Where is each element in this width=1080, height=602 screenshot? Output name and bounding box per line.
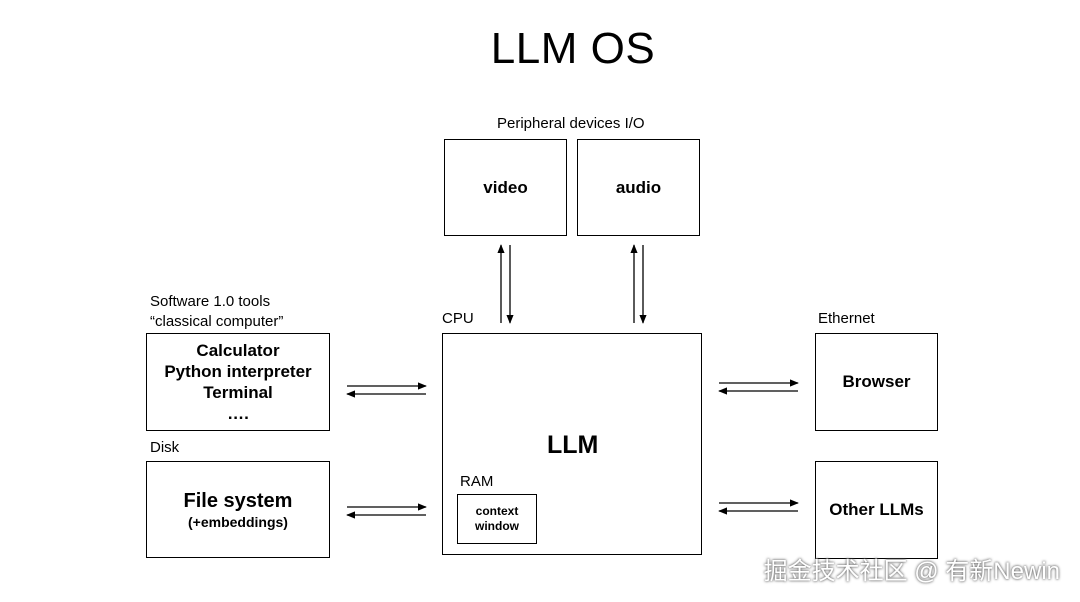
file-system-box: File system (+embeddings) [146,461,330,558]
watermark: 掘金技术社区 @ 有新Newin [763,558,1060,585]
video-box: video [444,139,567,236]
software-tools-list: Calculator Python interpreter Terminal …… [164,340,311,424]
software-label-line1: Software 1.0 tools [150,293,271,310]
file-system-label: File system [183,489,293,512]
audio-label: audio [615,177,662,197]
ethernet-label: Ethernet [818,310,875,327]
peripheral-label: Peripheral devices I/O [497,115,645,132]
video-label: video [483,177,528,197]
llm-cpu-box: LLM RAM context window [442,333,702,555]
context-window-box: context window [457,494,537,544]
software-label-line2: “classical computer” [150,313,284,330]
tool-terminal: Terminal [203,383,273,402]
embeddings-label: (+embeddings) [188,513,288,530]
window-label: window [475,519,519,533]
other-llms-box: Other LLMs [815,461,938,559]
disk-label: Disk [150,439,180,456]
software-label: Software 1.0 tools “classical computer” [150,292,283,332]
software-tools-box: Calculator Python interpreter Terminal …… [146,333,330,431]
cpu-label: CPU [442,310,474,327]
context-label: context [475,504,519,518]
tool-calculator: Calculator [196,341,280,360]
tool-ellipsis: …. [227,404,249,423]
other-llms-label: Other LLMs [829,500,924,519]
tool-python-interpreter: Python interpreter [164,362,312,381]
diagram-title: LLM OS [490,24,656,73]
llm-label: LLM [547,431,599,459]
ram-label: RAM [460,473,494,490]
audio-box: audio [577,139,700,236]
browser-label: Browser [842,372,911,391]
browser-box: Browser [815,333,938,431]
